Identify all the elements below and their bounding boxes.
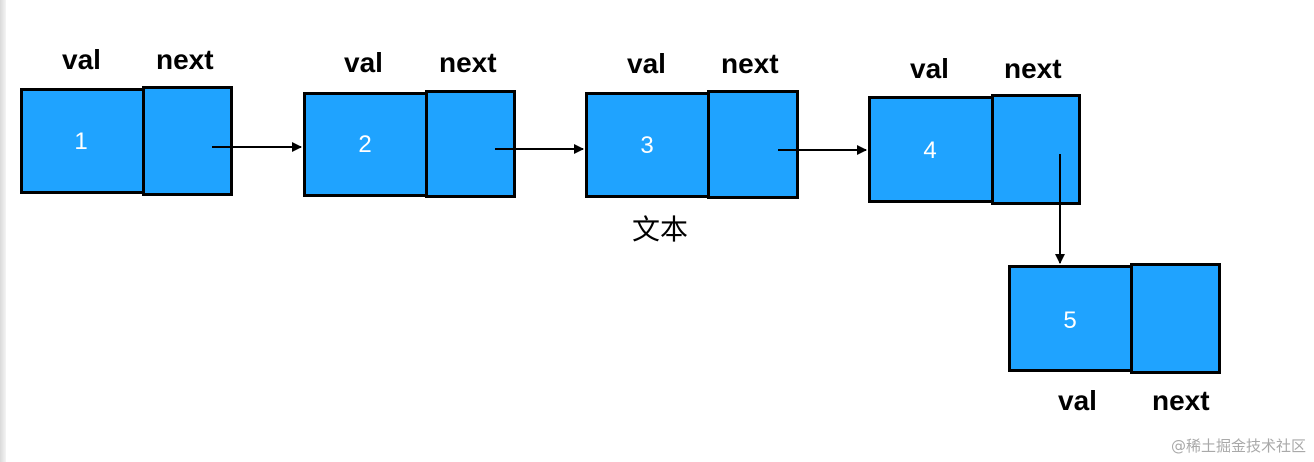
node-1-next-box (142, 86, 233, 196)
node-5-next-label: next (1152, 385, 1210, 416)
node-3-val-label: val (627, 48, 666, 79)
node-3-value: 3 (640, 132, 654, 159)
node-5-val-label: val (1058, 385, 1097, 416)
node-3-next-box (707, 90, 799, 199)
node-3-caption: 文本 (632, 213, 689, 246)
node-3-val-box (585, 92, 711, 198)
node-2-next-label: next (439, 47, 497, 78)
node-2-value: 2 (358, 131, 372, 158)
node-4-next-label: next (1004, 53, 1062, 84)
node-5-next-box (1130, 263, 1221, 374)
node-3-next-label: next (721, 48, 779, 79)
node-5-val-box (1008, 265, 1134, 372)
node-1-val-label: val (62, 44, 101, 75)
left-edge-divider (0, 0, 6, 462)
node-4-next-box (991, 94, 1081, 205)
node-1-value: 1 (74, 128, 88, 155)
node-4-value: 4 (923, 137, 937, 164)
node-2-val-label: val (344, 47, 383, 78)
node-4-val-box (868, 96, 995, 203)
node-1-next-label: next (156, 44, 214, 75)
watermark: @稀土掘金技术社区 (1170, 437, 1306, 455)
node-5-value: 5 (1063, 307, 1077, 334)
node-2-next-box (425, 90, 516, 198)
node-4-val-label: val (910, 53, 949, 84)
